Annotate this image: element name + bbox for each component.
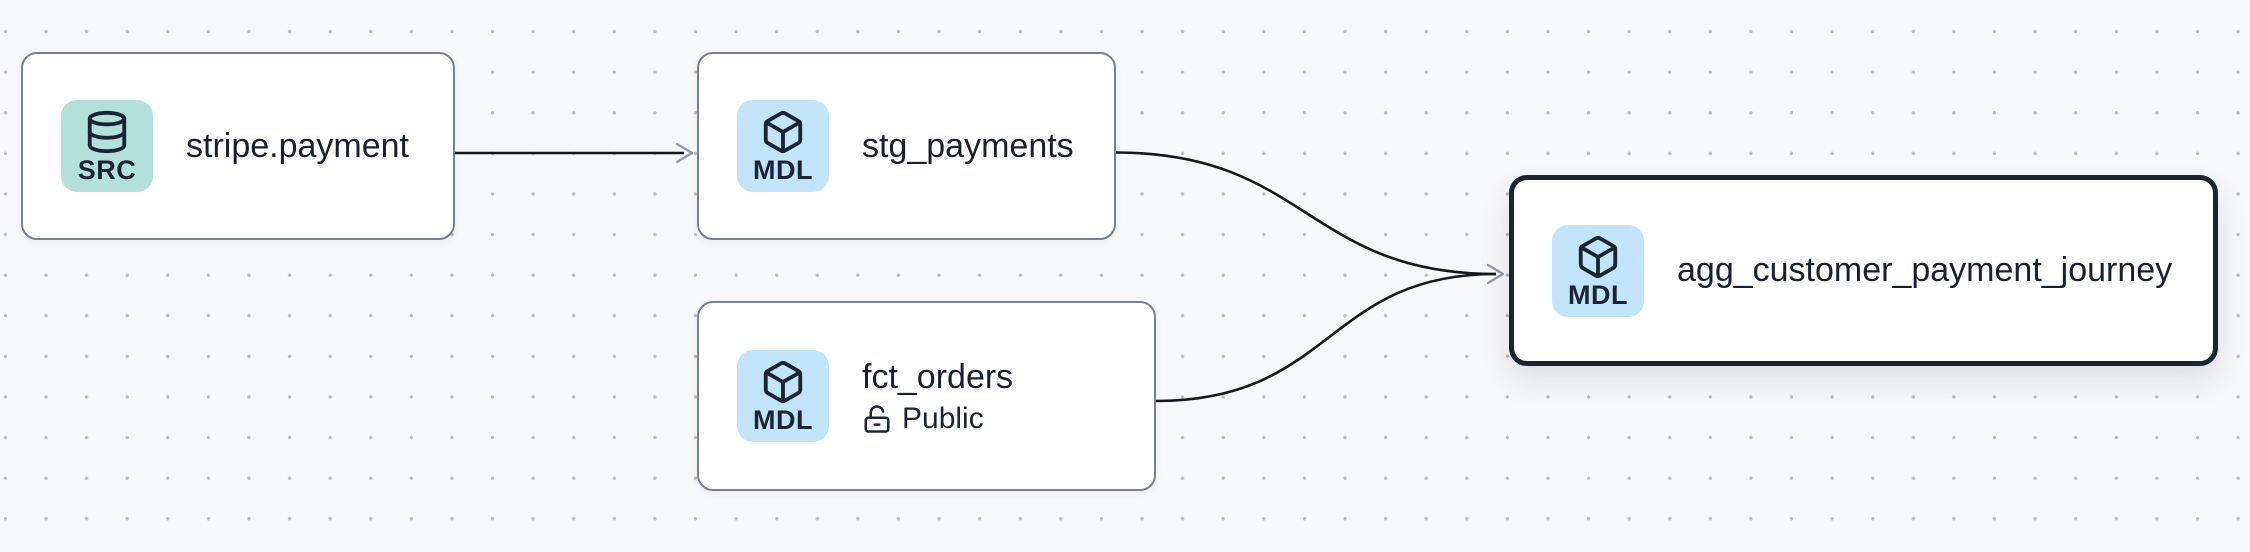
arrowhead-agg-customer-payment-journey-input xyxy=(1486,263,1505,285)
edge-stg-payments-to-agg-customer-payment-journey xyxy=(1115,151,1497,276)
node-agg-customer-payment-journey[interactable]: MDL agg_customer_payment_journey xyxy=(1509,175,2218,366)
node-stripe-payment[interactable]: SRC stripe.payment xyxy=(21,52,455,240)
unlock-icon xyxy=(864,405,890,433)
model-type-badge: MDL xyxy=(737,350,829,442)
cube-icon xyxy=(763,111,803,154)
model-type-badge: MDL xyxy=(1552,224,1644,317)
cube-icon xyxy=(763,361,803,404)
access-label: Public xyxy=(902,402,984,435)
badge-label: MDL xyxy=(1568,279,1628,310)
arrowhead-stg-payments-input xyxy=(675,142,694,164)
badge-label: MDL xyxy=(753,155,813,186)
database-icon xyxy=(87,111,127,154)
node-title: agg_customer_payment_journey xyxy=(1677,251,2173,290)
cube-icon xyxy=(1578,235,1618,278)
node-title: stripe.payment xyxy=(186,126,409,165)
access-indicator: Public xyxy=(862,402,1013,437)
node-stg-payments[interactable]: MDL stg_payments xyxy=(697,52,1116,240)
node-title: stg_payments xyxy=(862,126,1074,165)
badge-label: MDL xyxy=(753,405,813,436)
edge-fct-orders-to-agg-customer-payment-journey xyxy=(1155,272,1497,403)
node-fct-orders[interactable]: MDL fct_orders Public xyxy=(697,301,1156,491)
model-type-badge: MDL xyxy=(737,100,829,192)
badge-label: SRC xyxy=(77,155,137,186)
source-type-badge: SRC xyxy=(61,100,153,192)
node-title: fct_orders xyxy=(862,357,1014,396)
